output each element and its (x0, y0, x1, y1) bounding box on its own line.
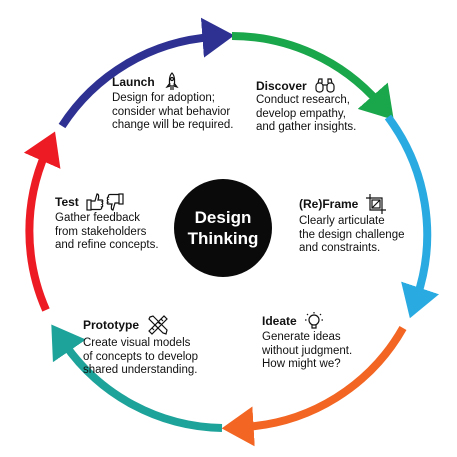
stage-description: Gather feedback from stakeholders and re… (55, 212, 159, 251)
stage-description: Conduct research, develop empathy, and g… (256, 94, 357, 133)
rocket-icon (162, 72, 182, 92)
arc-launch (58, 17, 235, 129)
stage-description: Generate ideas without judgment. How mig… (262, 331, 353, 370)
stage-discover: Discover Conduct research, develop empat… (256, 78, 396, 135)
stage-reframe: (Re)Frame Clearly articulate the design … (299, 193, 429, 256)
stage-title: Ideate (262, 314, 297, 328)
stage-test: Test Gather feedback from stakeholders a… (55, 192, 185, 253)
arc-test (23, 131, 61, 312)
thumbs-up-down-icon (86, 192, 124, 212)
stage-description: Design for adoption; consider what behav… (112, 92, 234, 131)
crop-frame-icon (365, 193, 387, 215)
stage-ideate: Ideate Generate ideas without judgment. … (262, 311, 392, 372)
stage-title: (Re)Frame (299, 197, 359, 211)
stage-description: Create visual models of concepts to deve… (83, 337, 199, 376)
stage-title: Discover (256, 79, 307, 93)
stage-launch: Launch Design for adoption; consider wha… (112, 72, 272, 133)
center-circle: Design Thinking (174, 179, 272, 277)
arc-reframe (384, 114, 440, 319)
stage-title: Launch (112, 75, 155, 89)
pencil-ruler-icon (146, 313, 170, 337)
arc-discover (231, 32, 394, 120)
stage-description: Clearly articulate the design challenge … (299, 215, 405, 254)
binoculars-icon (314, 78, 336, 94)
center-title-line2: Thinking (187, 229, 259, 248)
stage-title: Prototype (83, 318, 140, 332)
arc-prototype (51, 324, 223, 432)
arc-ideate (221, 326, 407, 447)
center-title-line1: Design (194, 208, 252, 227)
stage-prototype: Prototype Create visual models of concep… (83, 313, 243, 378)
stage-title: Test (55, 195, 79, 209)
lightbulb-icon (304, 311, 324, 331)
